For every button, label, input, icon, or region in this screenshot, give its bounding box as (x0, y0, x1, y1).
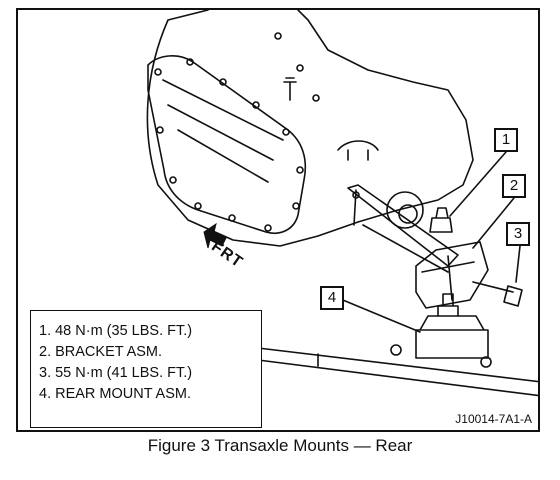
bolt-1 (429, 207, 453, 233)
rear-mount (415, 315, 489, 359)
legend: 1. 48 N·m (35 LBS. FT.) 2. BRACKET ASM. … (30, 310, 262, 428)
figure-frame: 1 2 3 4 FRT 1. 48 N·m (35 LBS. FT.) 2. B… (16, 8, 540, 432)
legend-item-4: 4. REAR MOUNT ASM. (39, 386, 192, 402)
transaxle-mount-illustration (146, 10, 538, 397)
legend-item-2: 2. BRACKET ASM. (39, 344, 163, 360)
frame-rail (257, 347, 538, 397)
figure-code: J10014-7A1-A (455, 412, 532, 426)
transaxle-case (146, 10, 474, 247)
oil-pan (147, 55, 307, 234)
leader-2 (472, 197, 515, 249)
bracket-arm (347, 184, 459, 267)
figure-caption: Figure 3 Transaxle Mounts — Rear (147, 436, 413, 455)
bolt-3 (472, 281, 523, 307)
callout-3: 3 (506, 222, 530, 246)
callout-1: 1 (494, 128, 518, 152)
callout-2: 2 (502, 174, 526, 198)
leader-4 (337, 297, 421, 333)
bracket-assembly (415, 241, 489, 309)
callout-4: 4 (320, 286, 344, 310)
leader-3 (515, 245, 521, 283)
legend-item-3: 3. 55 N·m (41 LBS. FT.) (39, 365, 193, 381)
front-arrow-icon (203, 222, 227, 249)
legend-item-1: 1. 48 N·m (35 LBS. FT.) (39, 323, 193, 339)
leader-1 (449, 151, 507, 217)
